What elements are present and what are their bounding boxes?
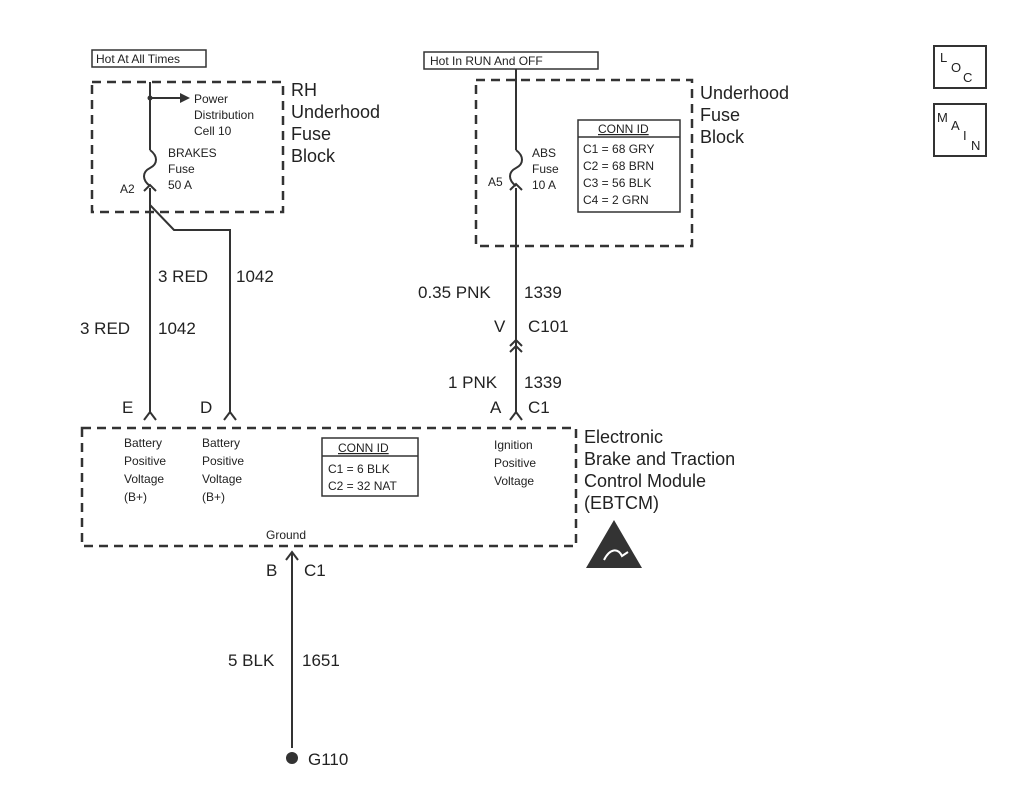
underhood-fuse-block-title: Fuse <box>700 105 740 125</box>
ground-point-label: G110 <box>308 750 348 769</box>
pin-d-label: D <box>200 398 212 417</box>
connector-pin-label: V <box>494 317 506 336</box>
battery-d-label: Voltage <box>202 472 242 486</box>
conn-id-row: C4 = 2 GRN <box>583 193 649 207</box>
connector-pin-icon <box>223 410 237 421</box>
conn-id-box: CONN ID C1 = 68 GRY C2 = 68 BRN C3 = 56 … <box>577 119 681 213</box>
ground-label: Ground <box>266 528 306 542</box>
main-letter: A <box>951 118 960 133</box>
power-dist-label: Power <box>194 92 228 106</box>
brakes-fuse-label: BRAKES <box>168 146 217 160</box>
conn-id-row: C1 = 68 GRY <box>583 142 654 156</box>
fuse-icon <box>143 149 157 187</box>
hot-in-run-and-off-tag: Hot In RUN And OFF <box>423 51 599 70</box>
conn-id-row: C1 = 6 BLK <box>328 462 390 476</box>
battery-d-label: Battery <box>202 436 240 450</box>
connector-pin-icon <box>143 183 157 192</box>
rh-fuse-block-title: Block <box>291 146 336 166</box>
pin-b-conn-label: C1 <box>304 561 326 580</box>
ground-point-icon <box>286 752 298 764</box>
ebtcm-title: Brake and Traction <box>584 449 735 469</box>
wire-circuit-label: 1339 <box>524 373 562 392</box>
wire-gauge-label: 0.35 PNK <box>418 283 491 302</box>
hot-in-run-and-off-label: Hot In RUN And OFF <box>430 54 543 68</box>
underhood-fuse-block-title: Underhood <box>700 83 789 103</box>
connector-pin-icon <box>509 182 523 191</box>
power-dist-label: Cell 10 <box>194 124 232 138</box>
rh-underhood-fuse-block: RH Underhood Fuse Block Power Distributi… <box>90 80 380 214</box>
wire-gauge-label: 1 PNK <box>448 373 498 392</box>
fuse-icon <box>509 149 523 187</box>
ebtcm-conn-id-box: CONN ID C1 = 6 BLK C2 = 32 NAT <box>321 437 419 497</box>
esd-warning-icon <box>586 520 642 568</box>
battery-e-label: Positive <box>124 454 166 468</box>
battery-e-label: Battery <box>124 436 162 450</box>
battery-d-label: Positive <box>202 454 244 468</box>
wire-circuit-label: 1042 <box>158 319 196 338</box>
wire-circuit-label: 1339 <box>524 283 562 302</box>
main-letter: N <box>971 138 980 153</box>
abs-fuse-label: ABS <box>532 146 556 160</box>
wire-circuit-label: 1651 <box>302 651 340 670</box>
rh-fuse-block-title: RH <box>291 80 317 100</box>
inline-connector-icon <box>509 338 523 353</box>
ignition-label: Voltage <box>494 474 534 488</box>
ground-wire: B C1 5 BLK 1651 G110 <box>228 550 348 769</box>
abs-fuse-label: Fuse <box>532 162 559 176</box>
connector-pin-icon <box>143 410 157 421</box>
ebtcm-module: Electronic Brake and Traction Control Mo… <box>80 426 735 548</box>
pin-a-conn-label: C1 <box>528 398 550 417</box>
conn-id-title: CONN ID <box>598 122 649 136</box>
hot-at-all-times-tag: Hot At All Times <box>91 49 207 68</box>
loc-letter: L <box>940 50 947 65</box>
connector-name-label: C101 <box>528 317 569 336</box>
conn-id-row: C3 = 56 BLK <box>583 176 651 190</box>
loc-letter: C <box>963 70 972 85</box>
wire-gauge-label: 3 RED <box>80 319 130 338</box>
conn-id-title: CONN ID <box>338 441 389 455</box>
ignition-label: Positive <box>494 456 536 470</box>
pin-a2-label: A2 <box>120 182 135 196</box>
abs-fuse-label: 10 A <box>532 178 556 192</box>
pin-e-label: E <box>122 398 133 417</box>
power-dist-label: Distribution <box>194 108 254 122</box>
hot-at-all-times-label: Hot At All Times <box>96 52 180 66</box>
main-letter: M <box>937 110 948 125</box>
right-wire: 0.35 PNK 1339 V C101 1 PNK 1339 A C1 <box>418 188 569 421</box>
loc-button[interactable]: L O C <box>933 45 987 89</box>
connector-pin-icon <box>285 550 299 561</box>
ignition-label: Ignition <box>494 438 533 452</box>
battery-d-label: (B+) <box>202 490 225 504</box>
arrow-icon <box>180 93 190 103</box>
pin-a-label: A <box>490 398 502 417</box>
conn-id-row: C2 = 68 BRN <box>583 159 654 173</box>
conn-id-row: C2 = 32 NAT <box>328 479 397 493</box>
connector-pin-icon <box>509 410 523 421</box>
pin-b-label: B <box>266 561 277 580</box>
brakes-fuse-label: Fuse <box>168 162 195 176</box>
underhood-fuse-block: Underhood Fuse Block ABS Fuse 10 A A5 CO… <box>474 69 789 248</box>
wire-gauge-label: 5 BLK <box>228 651 275 670</box>
rh-fuse-block-title: Fuse <box>291 124 331 144</box>
left-wires: 3 RED 1042 3 RED 1042 E D <box>80 188 274 421</box>
underhood-fuse-block-title: Block <box>700 127 745 147</box>
brakes-fuse-label: 50 A <box>168 178 192 192</box>
main-letter: I <box>963 128 967 143</box>
rh-fuse-block-title: Underhood <box>291 102 380 122</box>
ebtcm-title: Control Module <box>584 471 706 491</box>
pin-a5-label: A5 <box>488 175 503 189</box>
battery-e-label: (B+) <box>124 490 147 504</box>
battery-e-label: Voltage <box>124 472 164 486</box>
ebtcm-title: Electronic <box>584 427 663 447</box>
wire-circuit-label: 1042 <box>236 267 274 286</box>
main-button[interactable]: M A I N <box>933 103 987 157</box>
loc-letter: O <box>951 60 961 75</box>
ebtcm-title: (EBTCM) <box>584 493 659 513</box>
wire-gauge-label: 3 RED <box>158 267 208 286</box>
